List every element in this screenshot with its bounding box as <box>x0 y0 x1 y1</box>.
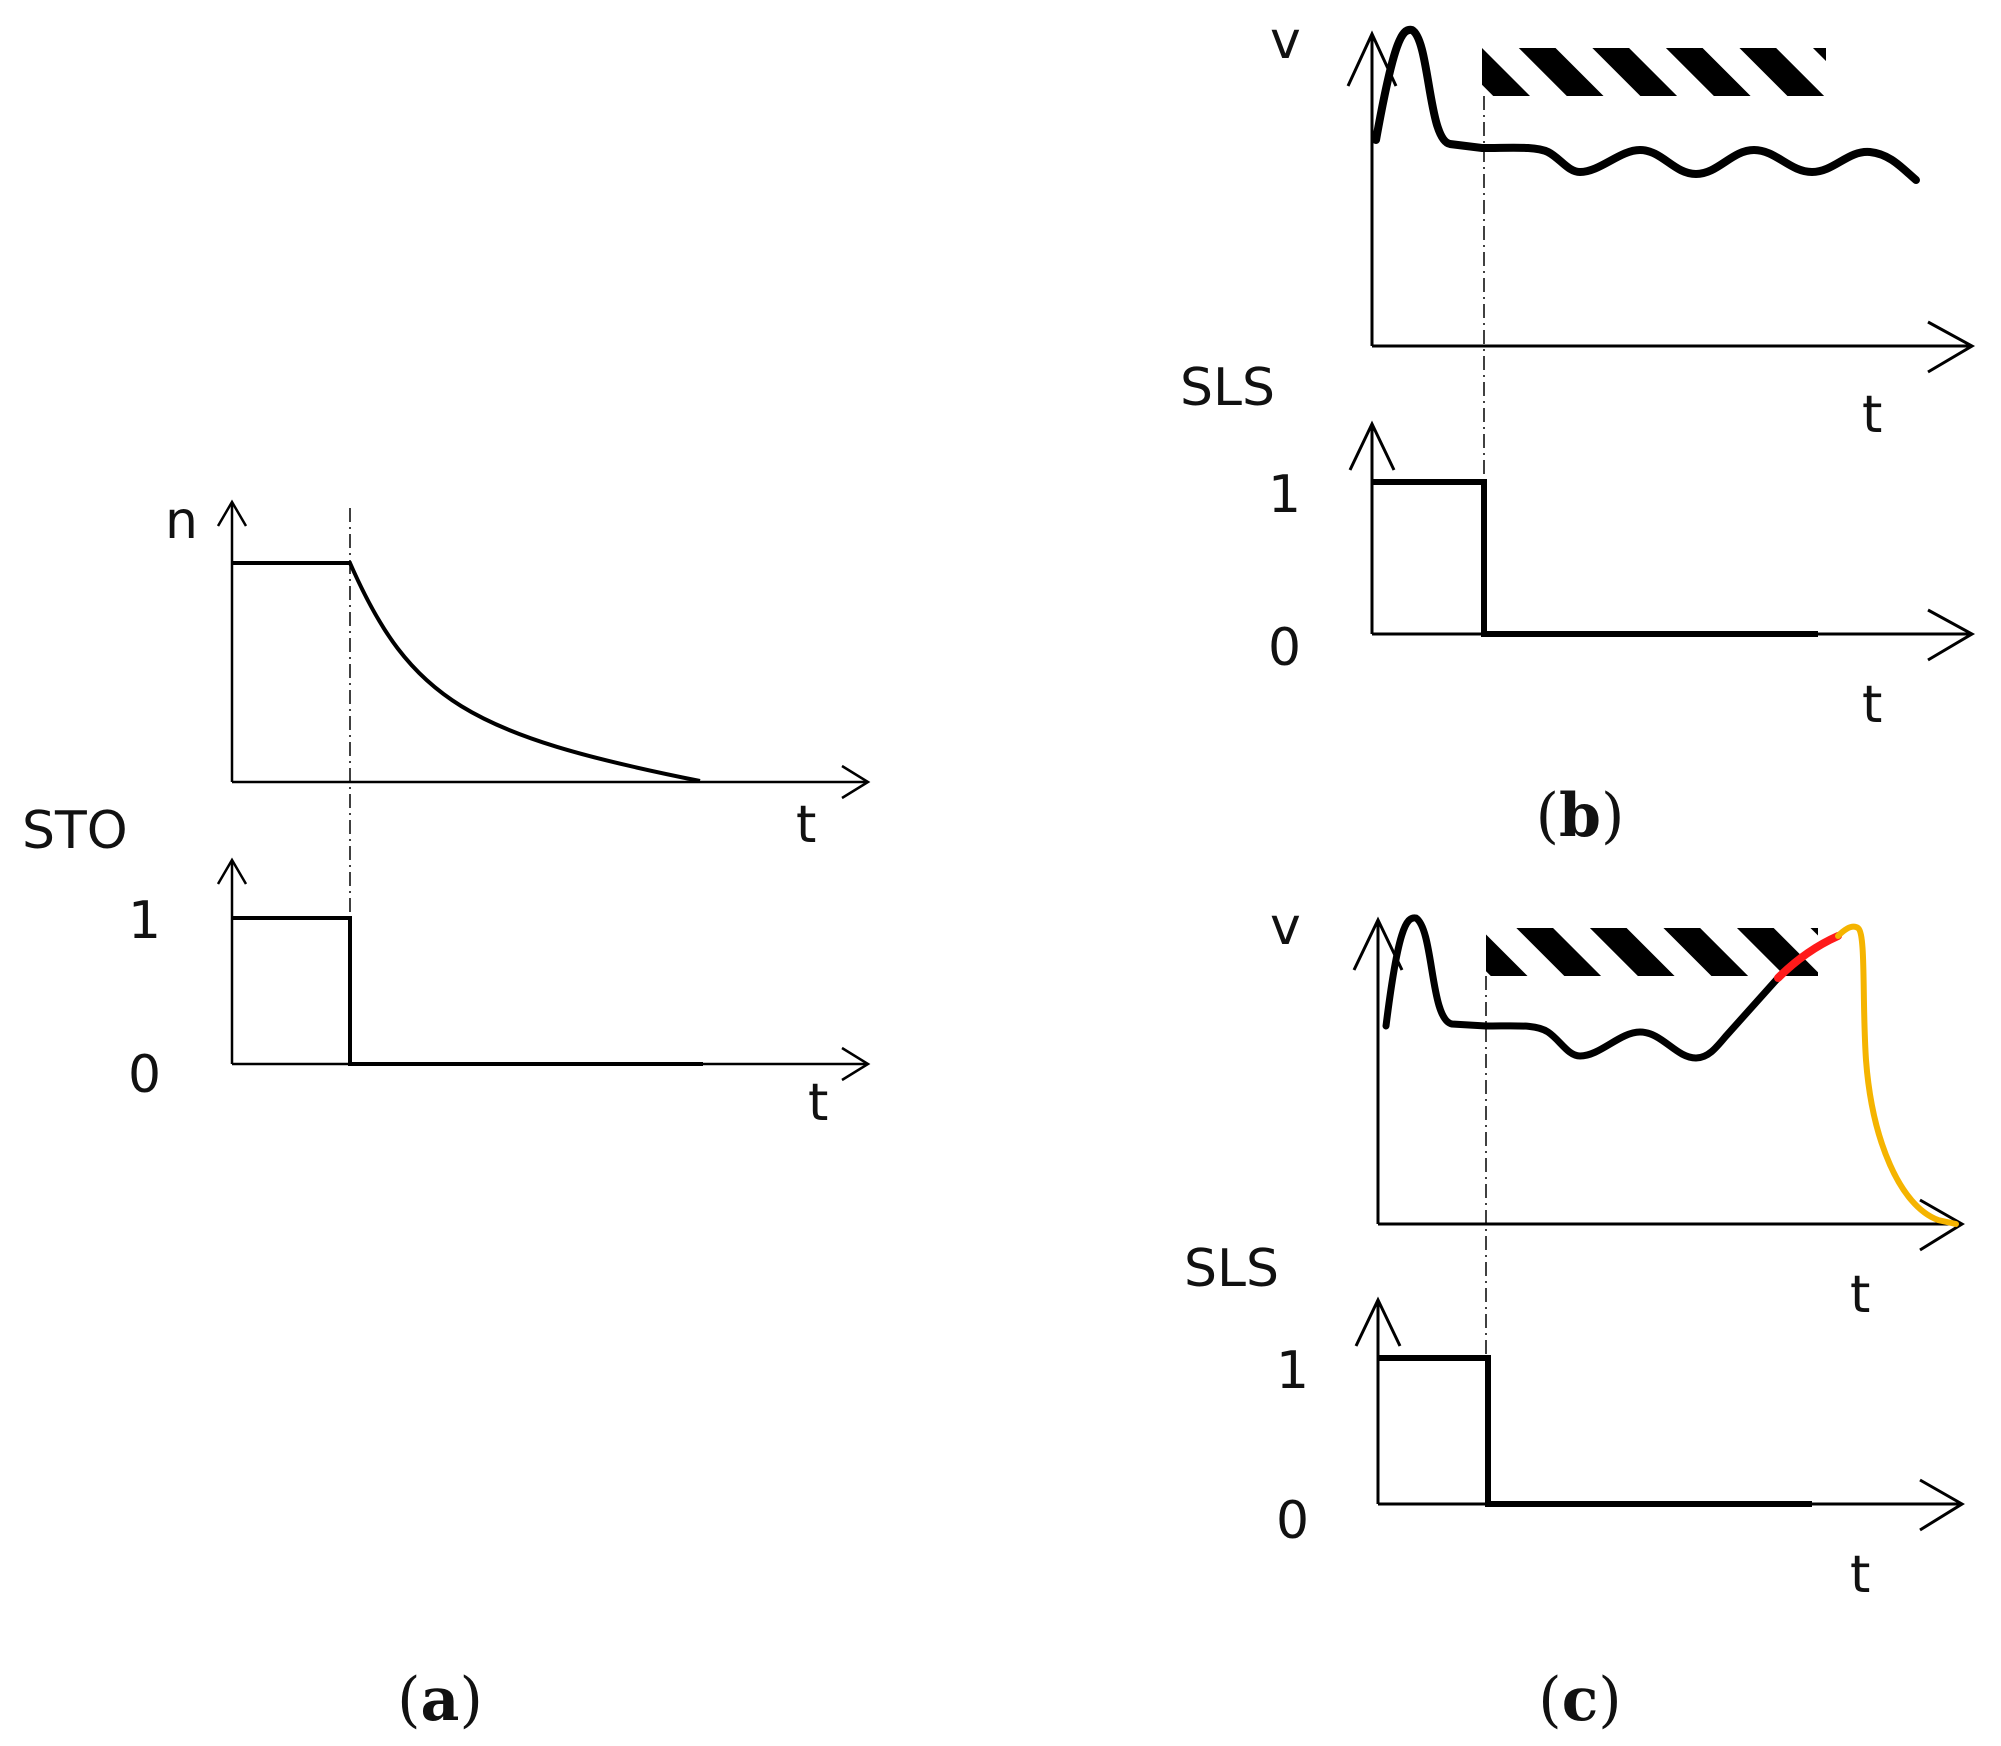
panel-a-speed-x-arrowhead <box>841 764 871 800</box>
panel-b-level-zero: 0 <box>1268 618 1301 678</box>
panel-a-speed-curve <box>232 561 701 783</box>
panel-c-signal-pulse <box>1378 1355 1812 1507</box>
panel-c-time-label-top: t <box>1850 1265 1870 1325</box>
panel-a-signal-y-arrowhead <box>216 857 248 885</box>
panel-a-caption-letter: a <box>421 1665 460 1735</box>
panel-a: n t STO 1 0 t (a) <box>22 491 871 1735</box>
panel-c-function-label: SLS <box>1184 1239 1279 1299</box>
panel-c-speed-curve <box>1382 914 1782 1062</box>
panel-b-speed-curve <box>1372 25 1920 184</box>
panel-a-level-zero: 0 <box>128 1045 161 1105</box>
panel-c-limit-exceeded-curve <box>1774 932 1842 982</box>
panel-b-speed-x-arrowhead <box>1927 320 1976 374</box>
panel-b-signal-x-arrowhead <box>1927 608 1976 662</box>
panel-a-signal-pulse <box>232 916 703 1066</box>
panel-c-caption: (c) <box>1538 1665 1621 1735</box>
panel-c-braking-curve <box>1835 923 1959 1227</box>
panel-c-signal-x-arrowhead <box>1919 1478 1965 1532</box>
panel-b-signal-plot: 1 0 t <box>1268 420 1976 735</box>
panel-a-signal-x-arrowhead <box>841 1046 871 1082</box>
panel-a-level-one: 1 <box>128 891 161 951</box>
panel-b-caption-letter: b <box>1559 781 1601 851</box>
panel-a-speed-y-arrowhead <box>216 499 248 527</box>
panel-c-time-label-bottom: t <box>1850 1545 1870 1605</box>
panel-b-signal-pulse <box>1372 479 1818 637</box>
panel-b-speed-axis-label: v <box>1270 11 1301 71</box>
panel-b-function-label: SLS <box>1180 358 1275 418</box>
panel-b-caption: (b) <box>1536 781 1625 851</box>
panel-a-time-label-bottom: t <box>808 1073 828 1133</box>
panel-b: v t SLS 1 0 t (b) <box>1180 11 1976 851</box>
panel-c-level-one: 1 <box>1276 1341 1309 1401</box>
panel-c: v t SLS 1 0 t (c) <box>1184 897 1965 1735</box>
panel-a-speed-plot: n t <box>165 491 871 855</box>
panel-a-time-label-top: t <box>796 795 816 855</box>
panel-c-speed-axis-label: v <box>1270 897 1301 957</box>
panel-b-signal-y-arrowhead <box>1348 420 1396 471</box>
panel-a-signal-plot: 1 0 t <box>128 857 871 1133</box>
panel-b-time-label-bottom: t <box>1862 675 1882 735</box>
panel-c-speed-plot: v t <box>1270 897 1965 1325</box>
panel-c-level-zero: 0 <box>1276 1491 1309 1551</box>
panel-a-speed-axis-label: n <box>165 491 198 551</box>
panel-b-speed-plot: v t <box>1270 11 1976 445</box>
panel-a-function-label: STO <box>22 801 128 861</box>
panel-c-caption-letter: c <box>1562 1665 1599 1735</box>
panel-a-caption: (a) <box>397 1665 483 1735</box>
panel-b-speed-limit-band <box>1482 48 1826 96</box>
panel-b-time-label-top: t <box>1862 385 1882 445</box>
panel-b-level-one: 1 <box>1268 465 1301 525</box>
panel-c-speed-x-arrowhead <box>1919 1198 1965 1252</box>
panel-c-signal-plot: 1 0 t <box>1276 1296 1965 1605</box>
panel-c-speed-limit-band <box>1486 928 1818 976</box>
panel-c-signal-y-arrowhead <box>1354 1296 1402 1347</box>
